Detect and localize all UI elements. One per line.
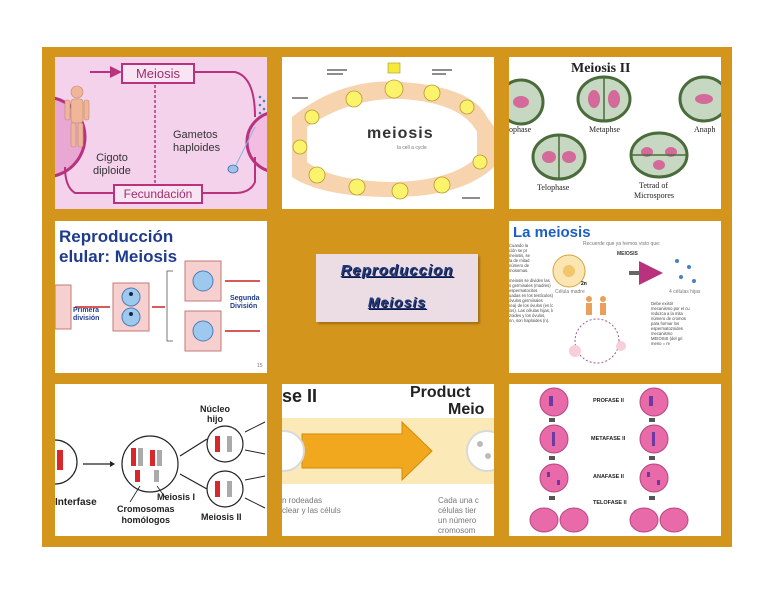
la-meiosis-title: La meiosis bbox=[513, 224, 591, 241]
segunda-division: Segunda División bbox=[230, 295, 260, 311]
tile-phases: PROFASE II METAFASE II ANAFASE II TELOFA… bbox=[509, 384, 721, 536]
page-number: 15 bbox=[257, 363, 263, 369]
meiosis-box-label: Meiosis bbox=[135, 66, 181, 81]
interfase-label: Interfase bbox=[55, 497, 97, 508]
meiosis1-label: Meiosis I bbox=[157, 492, 196, 502]
stage-telophase: Telophase bbox=[537, 183, 570, 192]
product-text: Product bbox=[410, 384, 471, 401]
tile-la-meiosis: La meiosis Recuerde que ya hemos visto q… bbox=[509, 221, 721, 373]
telofase-label: TELOFASE II bbox=[593, 500, 627, 506]
tile-meiosis-ii-micro: Meiosis II ophase Metaphse Anaph Telopha… bbox=[509, 57, 721, 209]
fecundacion-box-label: Fecundación bbox=[123, 187, 193, 201]
title-line1: Reproduccion bbox=[340, 262, 454, 279]
stage-microspores: Microspores bbox=[634, 191, 674, 200]
human-figure-icon bbox=[586, 296, 606, 315]
haploides-text: haploides bbox=[173, 142, 221, 154]
title-card: Reproduccion Meiosis bbox=[316, 254, 478, 322]
fase-right-line2: células tier bbox=[438, 506, 477, 515]
cell-ring-diagram bbox=[282, 57, 494, 209]
nucleo-hijo-label: Núcleo hijo bbox=[200, 404, 230, 424]
nucleo-text: Núcleo bbox=[200, 404, 231, 414]
repro-title-line2: elular: Meiosis bbox=[59, 247, 178, 266]
fase-arrow-diagram bbox=[282, 384, 494, 536]
stage-metaphse: Metaphse bbox=[589, 125, 621, 134]
micrograph-cells bbox=[509, 57, 721, 209]
micro-title: Meiosis II bbox=[571, 61, 631, 76]
gametos-label: Gametos haploides bbox=[173, 129, 220, 155]
tile-chromosomes: Núcleo hijo Interfase Meiosis I Cromosom… bbox=[55, 384, 267, 536]
human-figure-icon bbox=[64, 85, 90, 148]
stage-ophase: ophase bbox=[509, 125, 532, 134]
gametos-text: Gametos bbox=[173, 129, 218, 141]
cigoto-label: Cigoto diploide bbox=[93, 152, 131, 178]
sperm-icon bbox=[227, 126, 256, 174]
tile-meiosis-cycle: Meiosis Gametos haploides Cigoto diploid… bbox=[55, 57, 267, 209]
collage-board: Meiosis Gametos haploides Cigoto diploid… bbox=[42, 47, 732, 547]
cromosomas-label: Cromosomas homólogos bbox=[117, 504, 175, 526]
phase-cells bbox=[509, 384, 721, 536]
hijo-text: hijo bbox=[207, 414, 223, 424]
ring-title: meiosis bbox=[367, 125, 434, 142]
fase-title: se II bbox=[282, 386, 318, 406]
diploide-text: diploide bbox=[93, 165, 131, 177]
recuerde-text: Recuerde que ya hemos visto que: bbox=[583, 241, 661, 247]
celula-madre: Célula madre bbox=[555, 289, 585, 295]
fase-left-line2: clear y las céluls bbox=[282, 506, 341, 515]
meio-text: Meio bbox=[448, 401, 485, 418]
fase-right-text: Cada una c células tier un número cromos… bbox=[438, 496, 479, 536]
title-line2: Meiosis bbox=[367, 294, 427, 310]
tile-meiosis-ring: meiosis la cell a cycle bbox=[282, 57, 494, 209]
repro-title: Reproducción elular: Meiosis bbox=[59, 227, 177, 267]
division2-text: División bbox=[230, 303, 258, 310]
primera-division: Primera división bbox=[73, 307, 99, 323]
fase-right-line4: cromosom bbox=[438, 526, 476, 535]
tile-reproduccion-celular: Reproducción elular: Meiosis Primera div… bbox=[55, 221, 267, 373]
cromosomas-text: Cromosomas bbox=[117, 504, 175, 514]
meiosis2-label: Meiosis II bbox=[201, 512, 242, 522]
cell-icon bbox=[292, 79, 488, 200]
cigoto-text: Cigoto bbox=[96, 152, 128, 164]
left-paragraph: Cuando la ción se pr meiosis, se la de m… bbox=[509, 243, 553, 323]
meiosis-box: Meiosis bbox=[121, 63, 195, 84]
cuatro-celulas: 4 células hijas bbox=[669, 289, 701, 295]
anafase-label: ANAFASE II bbox=[593, 474, 624, 480]
homologos-text: homólogos bbox=[121, 515, 171, 525]
segunda-text: Segunda bbox=[230, 295, 260, 302]
fase-right-line1: Cada una c bbox=[438, 496, 479, 505]
division-text: división bbox=[73, 315, 100, 322]
chromosome-icon bbox=[131, 448, 162, 482]
tile-center-title: Reproduccion Meiosis bbox=[282, 221, 494, 373]
stage-tetrad: Tetrad of bbox=[639, 181, 668, 190]
chromosome-diagram bbox=[55, 384, 267, 536]
tile-fase-ii: se II Product Meio n rodeadas clear y la… bbox=[282, 384, 494, 536]
fase-right-line3: un número bbox=[438, 516, 477, 525]
fecundacion-box: Fecundación bbox=[113, 184, 203, 204]
metafase-label: METAFASE II bbox=[591, 436, 626, 442]
primera-text: Primera bbox=[73, 307, 100, 314]
repro-title-line1: Reproducción bbox=[59, 227, 174, 246]
ring-subtitle: la cell a cycle bbox=[397, 145, 427, 151]
meiosis-arrow-label: MEIOSIS bbox=[617, 251, 638, 257]
two-n: 2n bbox=[581, 281, 587, 287]
producto-title: Product Meio bbox=[410, 384, 484, 418]
right-paragraph: Debe existir mecanismo por el cu reduzca… bbox=[651, 301, 690, 346]
fase-left-text: n rodeadas clear y las céluls bbox=[282, 496, 341, 516]
stage-anaph: Anaph bbox=[694, 125, 716, 134]
profase-label: PROFASE II bbox=[593, 398, 624, 404]
fase-left-line1: n rodeadas bbox=[282, 496, 323, 505]
